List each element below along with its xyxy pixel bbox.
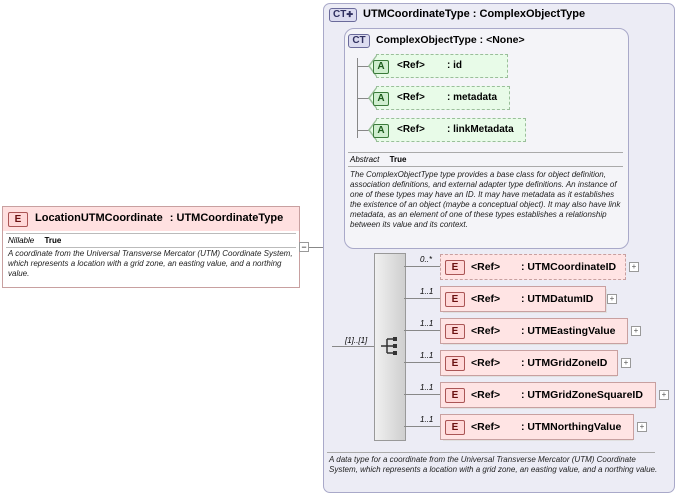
element-utm-easting-value[interactable]: E <Ref> : UTMEastingValue (440, 318, 628, 344)
sequence-cardinality: [1]..[1] (345, 336, 368, 345)
connector (404, 266, 440, 267)
connector (404, 298, 440, 299)
sequence-compositor[interactable] (374, 253, 406, 441)
expand-toggle[interactable]: + (631, 326, 641, 336)
connector (404, 426, 440, 427)
element-utm-grid-zone-id[interactable]: E <Ref> : UTMGridZoneID (440, 350, 618, 376)
expand-toggle[interactable]: + (607, 294, 617, 304)
connector (357, 98, 369, 99)
attribute-badge: A (373, 124, 389, 138)
element-utm-datum-id[interactable]: E <Ref> : UTMDatumID (440, 286, 606, 312)
abstract-row: Abstract True (350, 155, 406, 164)
element-name: : UTMDatumID (521, 293, 594, 305)
expand-toggle[interactable]: + (637, 422, 647, 432)
abstract-label: Abstract (350, 155, 380, 164)
expand-toggle[interactable]: + (659, 390, 669, 400)
element-ref: <Ref> (471, 325, 501, 337)
attribute-name: : linkMetadata (447, 124, 514, 135)
connector (404, 362, 440, 363)
element-badge: E (445, 420, 465, 435)
sequence-icon (381, 337, 397, 355)
attribute-name: : id (447, 60, 462, 71)
element-name: : UTMCoordinateID (521, 261, 617, 273)
root-element-description: A coordinate from the Universal Transver… (8, 249, 293, 278)
element-ref: <Ref> (471, 389, 501, 401)
element-name: : UTMNorthingValue (521, 421, 622, 433)
connector (332, 346, 374, 347)
expand-toggle[interactable]: + (621, 358, 631, 368)
expand-toggle[interactable]: + (629, 262, 639, 272)
base-type-description: The ComplexObjectType type provides a ba… (350, 170, 621, 229)
attribute-ref: <Ref> (397, 124, 425, 135)
divider (348, 152, 623, 153)
base-type-title: ComplexObjectType : <None> (376, 34, 525, 46)
element-ref: <Ref> (471, 357, 501, 369)
attribute-badge: A (373, 60, 389, 74)
complex-type-badge: CT✚ (329, 8, 357, 22)
divider (327, 452, 655, 453)
element-badge: E (445, 260, 465, 275)
element-utm-coordinate-id[interactable]: E <Ref> : UTMCoordinateID (440, 254, 626, 280)
element-badge: E (445, 356, 465, 371)
connector (404, 394, 440, 395)
element-name: : UTMGridZoneSquareID (521, 389, 643, 401)
attribute-link-metadata[interactable]: A <Ref> : linkMetadata (368, 118, 526, 142)
connector (309, 247, 332, 248)
nillable-value: True (44, 236, 62, 245)
root-element-name-text: LocationUTMCoordinate (35, 212, 163, 224)
nillable-label: Nillable (8, 236, 35, 245)
divider (6, 247, 296, 248)
element-cardinality: 1..1 (420, 351, 434, 360)
ct-badge-text: CT (332, 9, 347, 20)
attribute-ref: <Ref> (397, 92, 425, 103)
abstract-value: True (389, 155, 407, 164)
element-cardinality: 1..1 (420, 415, 434, 424)
element-badge: E (445, 324, 465, 339)
root-element-header (3, 207, 299, 231)
element-cardinality: 1..1 (420, 287, 434, 296)
nillable-row: Nillable True (8, 236, 61, 245)
element-badge: E (445, 292, 465, 307)
element-ref: <Ref> (471, 421, 501, 433)
divider (6, 233, 296, 234)
attribute-ref: <Ref> (397, 60, 425, 71)
element-name: : UTMGridZoneID (521, 357, 608, 369)
attribute-badge: A (373, 92, 389, 106)
divider (348, 166, 623, 167)
element-cardinality: 0..* (420, 255, 433, 264)
element-badge: E (445, 388, 465, 403)
element-cardinality: 1..1 (420, 383, 434, 392)
element-cardinality: 1..1 (420, 319, 434, 328)
connector (404, 330, 440, 331)
complex-type-title: UTMCoordinateType : ComplexObjectType (363, 8, 586, 20)
root-element-box[interactable]: E LocationUTMCoordinate : UTMCoordinateT… (2, 206, 300, 288)
element-utm-grid-zone-square-id[interactable]: E <Ref> : UTMGridZoneSquareID (440, 382, 656, 408)
element-ref: <Ref> (471, 261, 501, 273)
root-element-name: LocationUTMCoordinate : UTMCoordinateTyp… (35, 212, 283, 224)
collapse-toggle[interactable]: − (299, 242, 309, 252)
attribute-name: : metadata (447, 92, 498, 103)
root-element-type-text: : UTMCoordinateType (169, 212, 284, 224)
connector (357, 130, 369, 131)
element-name: : UTMEastingValue (521, 325, 616, 337)
element-utm-northing-value[interactable]: E <Ref> : UTMNorthingValue (440, 414, 634, 440)
element-badge: E (8, 212, 28, 227)
complex-type-description: A data type for a coordinate from the Un… (329, 455, 658, 474)
attribute-metadata[interactable]: A <Ref> : metadata (368, 86, 510, 110)
element-ref: <Ref> (471, 293, 501, 305)
base-type-badge: CT (348, 34, 370, 48)
connector (357, 66, 369, 67)
attribute-id[interactable]: A <Ref> : id (368, 54, 508, 78)
